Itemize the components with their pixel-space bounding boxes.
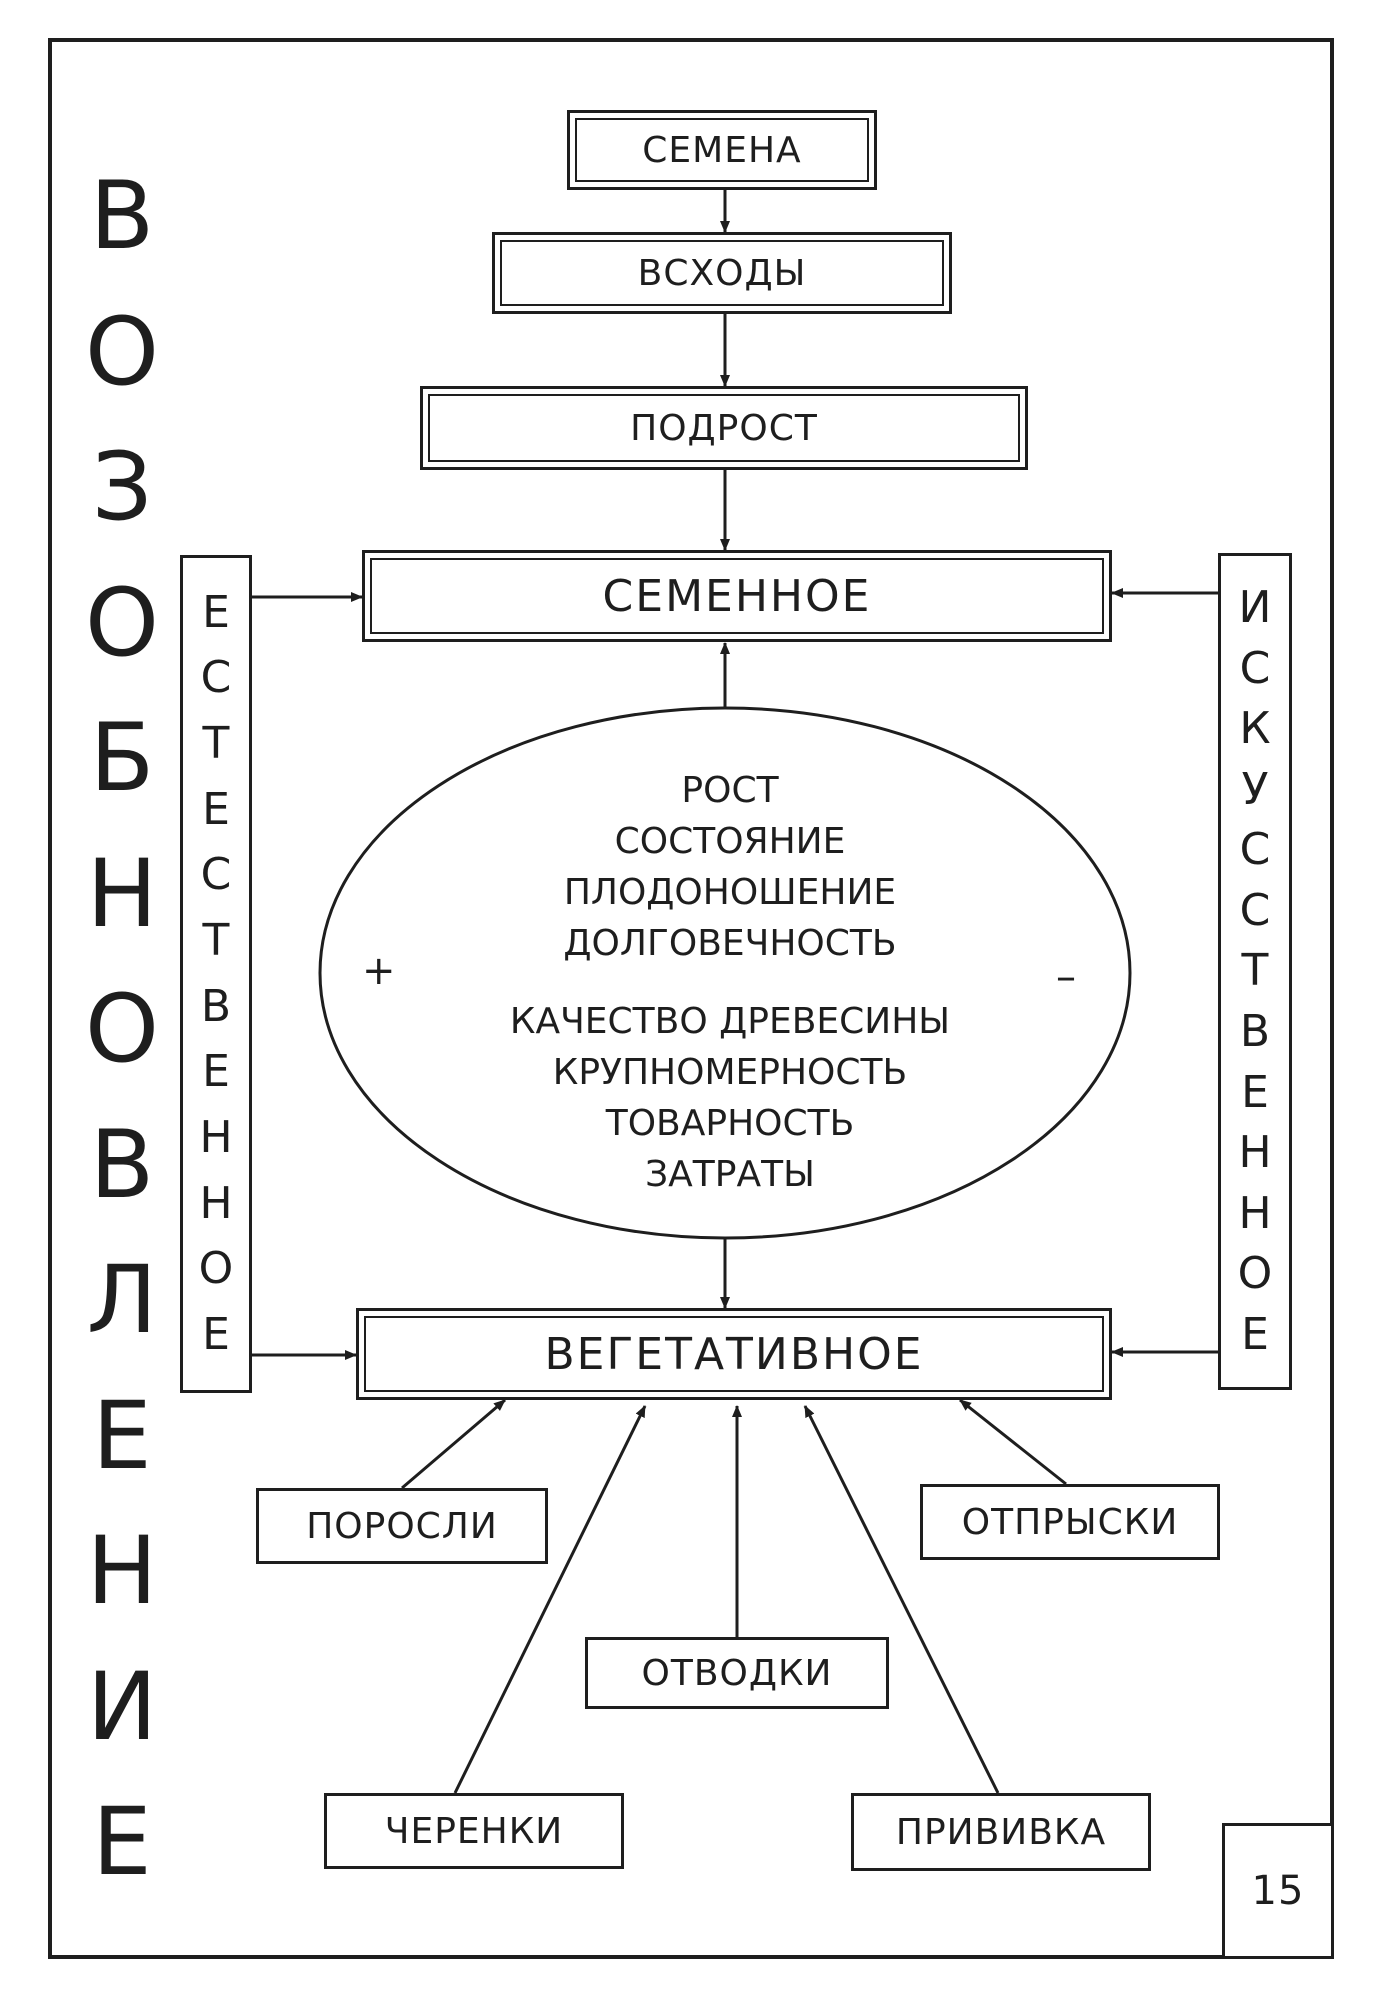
factor-line: КРУПНОМЕРНОСТЬ: [552, 1052, 908, 1093]
sprouts-label: ПОРОСЛИ: [306, 1505, 498, 1547]
minus-sign: –: [1056, 954, 1076, 1000]
main-word-letter: И: [86, 1652, 158, 1762]
artificial-letter: С: [1239, 642, 1271, 694]
cuttings-label: ЧЕРЕНКИ: [384, 1810, 564, 1852]
natural-letter: С: [200, 849, 232, 901]
factor-line: РОСТ: [681, 770, 779, 811]
factors-list: РОСТ СОСТОЯНИЕ ПЛОДОНОШЕНИЕ ДОЛГОВЕЧНОСТ…: [330, 765, 1130, 1200]
cuttings-box: ЧЕРЕНКИ: [324, 1793, 624, 1869]
page-number: 15: [1251, 1868, 1305, 1914]
factor-line: КАЧЕСТВО ДРЕВЕСИНЫ: [509, 1001, 951, 1042]
seed-renewal-label: СЕМЕННОЕ: [602, 570, 872, 622]
main-word-letter: О: [85, 975, 159, 1084]
artificial-letter: Е: [1241, 1066, 1269, 1118]
layers-label: ОТВОДКИ: [641, 1652, 833, 1694]
natural-letter: Т: [202, 718, 230, 770]
seeds-label: СЕМЕНА: [642, 129, 802, 171]
arrow-sprouts: [401, 1398, 506, 1490]
shoots-box: ВСХОДЫ: [492, 232, 952, 314]
page-frame: [48, 38, 1334, 1959]
suckers-label: ОТПРЫСКИ: [961, 1501, 1179, 1543]
natural-letter: С: [200, 652, 232, 704]
natural-letter: Н: [199, 1112, 233, 1164]
plus-sign: +: [362, 948, 396, 994]
factor-line: ПЛОДОНОШЕНИЕ: [563, 872, 897, 913]
arrow-suckers: [959, 1398, 1067, 1486]
natural-letter: В: [200, 980, 232, 1032]
natural-letter: Е: [202, 586, 230, 638]
shoots-label: ВСХОДЫ: [637, 252, 807, 294]
grafting-box: ПРИВИВКА: [851, 1793, 1151, 1871]
page-number-box: 15: [1222, 1823, 1334, 1959]
natural-letter: О: [198, 1243, 234, 1295]
artificial-letter: И: [1238, 582, 1272, 634]
natural-letter: Е: [202, 1309, 230, 1361]
main-word-letter: Л: [86, 1246, 158, 1355]
artificial-letter: Н: [1238, 1127, 1272, 1179]
natural-letter: Е: [202, 783, 230, 835]
arrow-grafting: [803, 1405, 1000, 1794]
artificial-letter: С: [1239, 824, 1271, 876]
artificial-letter: Е: [1241, 1308, 1269, 1360]
factor-line: ДОЛГОВЕЧНОСТЬ: [563, 923, 897, 964]
artificial-letter: У: [1241, 763, 1269, 815]
undergrowth-box: ПОДРОСТ: [420, 386, 1028, 470]
factor-line: СОСТОЯНИЕ: [614, 821, 846, 862]
factor-line: ЗАТРАТЫ: [645, 1154, 815, 1195]
main-word-letter: Н: [86, 839, 158, 949]
factor-line: ТОВАРНОСТЬ: [605, 1103, 855, 1144]
arrow-cuttings: [453, 1405, 647, 1794]
main-word-letter: Б: [89, 704, 155, 813]
natural-letter: Т: [202, 915, 230, 967]
main-word-letter: В: [89, 1110, 155, 1220]
main-word-letter: З: [91, 433, 153, 542]
grafting-label: ПРИВИВКА: [895, 1811, 1107, 1853]
main-word-letter: Н: [86, 1517, 158, 1626]
artificial-letter: С: [1239, 884, 1271, 936]
seed-renewal-box: СЕМЕННОЕ: [362, 550, 1112, 642]
main-word-letter: В: [89, 162, 155, 271]
vegetative-renewal-box: ВЕГЕТАТИВНОЕ: [356, 1308, 1112, 1400]
natural-letter: Е: [202, 1046, 230, 1098]
vegetative-renewal-label: ВЕГЕТАТИВНОЕ: [544, 1328, 924, 1380]
undergrowth-label: ПОДРОСТ: [630, 407, 818, 449]
artificial-letter: О: [1237, 1248, 1273, 1300]
artificial-letter: В: [1239, 1005, 1271, 1057]
layers-box: ОТВОДКИ: [585, 1637, 889, 1709]
artificial-letter: Т: [1241, 945, 1269, 997]
main-word-letter: Е: [92, 1788, 152, 1897]
suckers-box: ОТПРЫСКИ: [920, 1484, 1220, 1560]
seeds-box: СЕМЕНА: [567, 110, 877, 190]
artificial-letter: Н: [1238, 1187, 1272, 1239]
artificial-letter: К: [1239, 703, 1271, 755]
main-word-letter: Е: [92, 1381, 152, 1491]
main-word-letter: О: [85, 568, 159, 678]
natural-letter: Н: [199, 1177, 233, 1229]
sprouts-box: ПОРОСЛИ: [256, 1488, 548, 1564]
main-word-letter: О: [85, 297, 159, 407]
